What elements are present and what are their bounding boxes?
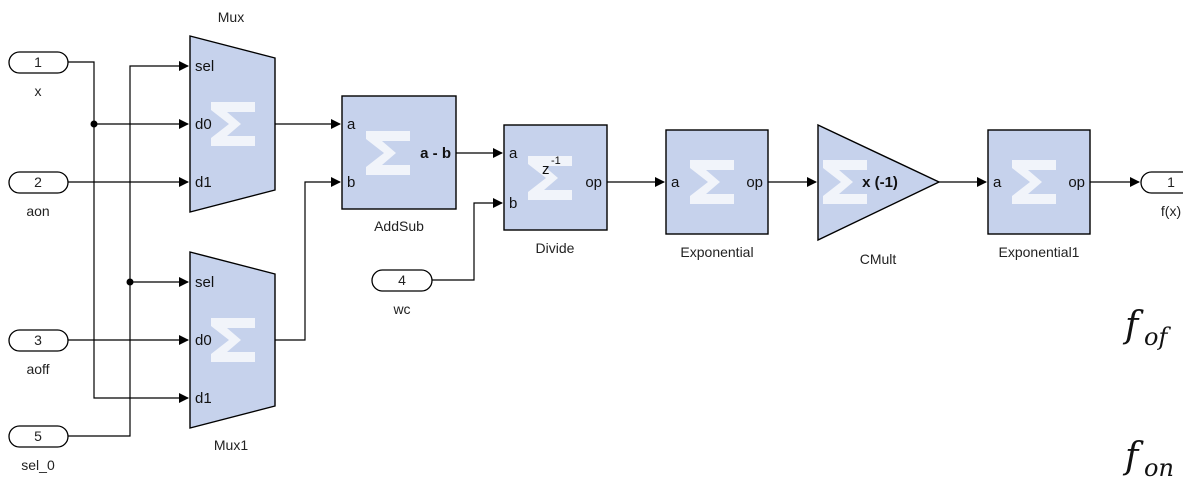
addsub-operation: a - b [420, 145, 451, 162]
outport-1-name: f(x) [1161, 203, 1181, 219]
equation-f-off-base: f [1122, 305, 1144, 346]
divide-block[interactable]: a b z -1 op Divide [503, 124, 608, 256]
exponential1-block[interactable]: a op Exponential1 [987, 129, 1091, 260]
outport-1[interactable]: 1 f(x) [1140, 171, 1183, 219]
exponential1-label: Exponential1 [999, 244, 1080, 260]
divide-delay: z [542, 161, 550, 178]
exponential1-port-a: a [993, 174, 1002, 191]
cmult-block[interactable]: x (-1) CMult [817, 123, 941, 267]
mux1-label: Mux1 [214, 437, 248, 453]
cmult-operation: x (-1) [862, 174, 898, 191]
divide-port-b: b [509, 195, 517, 212]
divide-port-op: op [585, 174, 602, 191]
inport-5-number: 5 [34, 428, 42, 444]
addsub-port-b: b [347, 174, 355, 191]
inport-4[interactable]: 4 wc [371, 269, 433, 317]
inport-1-number: 1 [34, 54, 42, 70]
wires [68, 61, 1140, 437]
mux-block[interactable]: Mux sel d0 d1 [189, 9, 276, 213]
mux-port-sel: sel [195, 58, 214, 75]
equation-f-on-subscript: on [1144, 454, 1174, 482]
inport-4-name: wc [392, 301, 410, 317]
outport-1-number: 1 [1167, 174, 1175, 190]
mux1-block[interactable]: sel d0 d1 Mux1 [189, 251, 276, 453]
mux1-port-d1: d1 [195, 390, 212, 407]
equation-f-off-subscript: of [1144, 323, 1171, 351]
inport-3-name: aoff [26, 361, 49, 377]
exponential-block[interactable]: a op Exponential [665, 129, 769, 260]
mux-label: Mux [218, 9, 244, 25]
inport-5[interactable]: 5 sel_0 [8, 425, 69, 473]
divide-label: Divide [536, 240, 575, 256]
mux-port-d1: d1 [195, 174, 212, 191]
inport-3-number: 3 [34, 332, 42, 348]
equation-f-on: f on [1122, 436, 1174, 482]
exponential-port-op: op [746, 174, 763, 191]
mux1-port-sel: sel [195, 274, 214, 291]
inport-2-number: 2 [34, 174, 42, 190]
mux1-port-d0: d0 [195, 332, 212, 349]
divide-port-a: a [509, 145, 518, 162]
inport-2[interactable]: 2 aon [8, 171, 69, 219]
divide-delay-exponent: -1 [551, 155, 561, 167]
exponential1-port-op: op [1068, 174, 1085, 191]
inport-1-name: x [35, 83, 42, 99]
equation-f-off: f of [1122, 305, 1171, 351]
inport-3[interactable]: 3 aoff [8, 329, 69, 377]
inport-5-name: sel_0 [21, 457, 55, 473]
exponential-label: Exponential [680, 244, 753, 260]
equation-f-on-base: f [1122, 436, 1144, 477]
inport-4-number: 4 [398, 272, 406, 288]
addsub-label: AddSub [374, 218, 424, 234]
cmult-label: CMult [860, 251, 897, 267]
mux-port-d0: d0 [195, 116, 212, 133]
inport-1[interactable]: 1 x [8, 51, 69, 99]
inport-2-name: aon [26, 203, 49, 219]
exponential-port-a: a [671, 174, 680, 191]
addsub-port-a: a [347, 116, 356, 133]
addsub-block[interactable]: a b a - b AddSub [341, 95, 457, 234]
